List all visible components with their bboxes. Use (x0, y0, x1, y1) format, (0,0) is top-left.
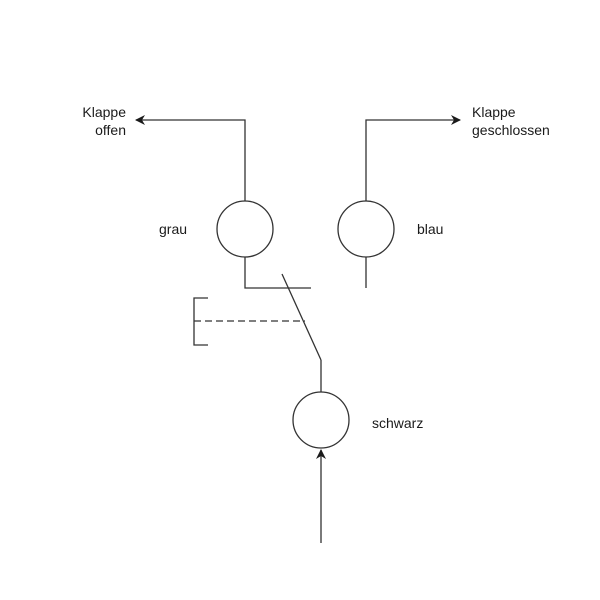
label-grau: grau (159, 221, 188, 237)
grau-contact-line (244, 257, 311, 289)
label-klappe-offen: Klappe offen (60, 103, 126, 139)
label-line: Klappe (82, 104, 126, 120)
terminal-grau (216, 200, 274, 258)
switch-lever (281, 273, 322, 361)
label-schwarz: schwarz (372, 415, 424, 431)
label-line: offen (95, 122, 126, 138)
output-line-open (135, 115, 246, 201)
label-line: geschlossen (472, 122, 550, 138)
terminal-blau (337, 200, 395, 258)
output-line-closed (365, 115, 461, 201)
terminal-schwarz (292, 391, 350, 449)
label-blau: blau (417, 221, 444, 237)
label-line: Klappe (472, 104, 516, 120)
label-klappe-geschlossen: Klappe geschlossen (472, 103, 550, 139)
